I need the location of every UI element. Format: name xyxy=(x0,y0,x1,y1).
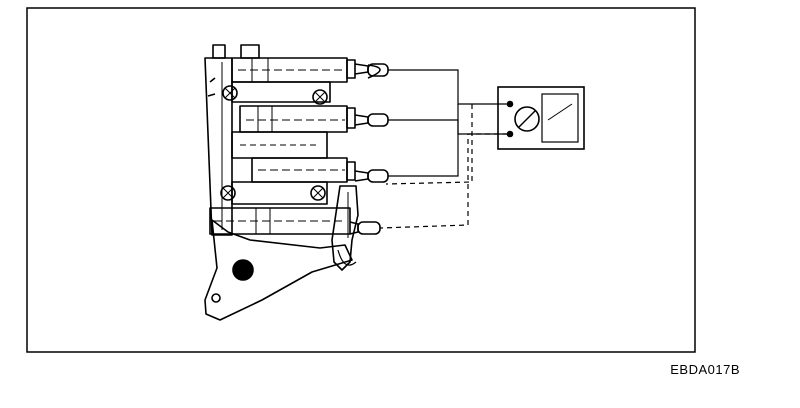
ignition-coil-2 xyxy=(231,105,389,159)
ohmmeter xyxy=(497,86,585,150)
meter-body xyxy=(497,86,585,150)
coil-1-bolt-right xyxy=(312,89,328,105)
meter-terminal-negative xyxy=(506,130,514,138)
ignition-coil-4 xyxy=(209,207,381,235)
connector-clip xyxy=(331,185,359,271)
test-leads xyxy=(379,69,508,229)
bracket-bolt-hole xyxy=(232,259,254,281)
coil-1-bolt-left xyxy=(222,85,238,101)
coil-3-bolt-left xyxy=(220,185,236,201)
coil-3-bolt-right xyxy=(310,185,326,201)
mounting-bracket xyxy=(204,219,353,321)
lead-dashed-1 xyxy=(379,133,508,229)
bracket-small-hole xyxy=(211,293,221,303)
figure-frame xyxy=(26,7,696,353)
ignition-coil-3 xyxy=(220,157,389,205)
lead-dashed-2 xyxy=(385,104,473,185)
ignition-coil-1 xyxy=(222,57,389,105)
lead-solid-1 xyxy=(388,69,508,105)
meter-dial xyxy=(514,106,540,132)
meter-scale xyxy=(541,93,579,143)
coil-pack-assembly xyxy=(204,44,389,321)
lead-solid-3 xyxy=(388,104,459,177)
figure-reference-code: EBDA017B xyxy=(670,362,740,377)
lead-solid-2 xyxy=(388,119,508,135)
meter-terminal-positive xyxy=(506,100,514,108)
